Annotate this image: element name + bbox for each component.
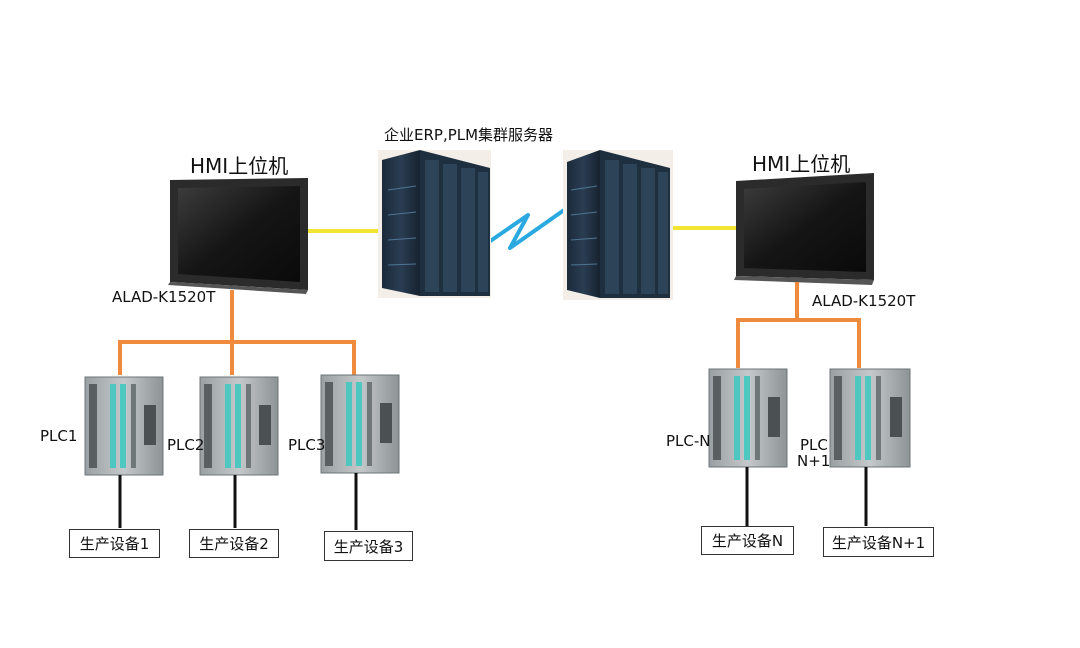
plc-label-2: PLC2 <box>167 436 205 454</box>
equipment-box-1: 生产设备1 <box>69 529 160 558</box>
hmi-left-title: HMI上位机 <box>190 154 289 178</box>
fieldbus-left <box>118 290 356 375</box>
hmi-right-monitor <box>734 173 874 285</box>
hmi-left-monitor <box>168 178 308 294</box>
hmi-left-model: ALAD-K1520T <box>112 288 216 306</box>
equipment-box-2: 生产设备2 <box>189 529 279 558</box>
equipment-box-3: 生产设备3 <box>324 531 413 561</box>
plc-unit-n-plus-1 <box>829 368 911 468</box>
plc-unit-3 <box>320 374 400 474</box>
hmi-right-title: HMI上位机 <box>752 152 851 176</box>
server-rack-right <box>563 150 673 300</box>
server-title: 企业ERP,PLM集群服务器 <box>384 126 554 144</box>
hmi-right-model: ALAD-K1520T <box>812 292 916 310</box>
plc-unit-2 <box>199 376 279 476</box>
plc-label-1: PLC1 <box>40 427 78 445</box>
fieldbus-right <box>736 282 861 368</box>
plc-label-n-plus-1-line2: N+1 <box>797 452 831 470</box>
plc-label-n: PLC-N <box>666 432 711 450</box>
io-links <box>118 467 868 530</box>
wan-link <box>484 206 569 250</box>
server-rack-left <box>378 150 491 298</box>
equipment-box-n: 生产设备N <box>701 526 794 555</box>
equipment-box-n-plus-1: 生产设备N+1 <box>823 527 934 557</box>
plc-label-3: PLC3 <box>288 436 326 454</box>
plc-unit-1 <box>84 376 164 476</box>
plc-unit-n <box>708 368 788 468</box>
plc-label-n-plus-1-line1: PLC <box>800 436 828 454</box>
